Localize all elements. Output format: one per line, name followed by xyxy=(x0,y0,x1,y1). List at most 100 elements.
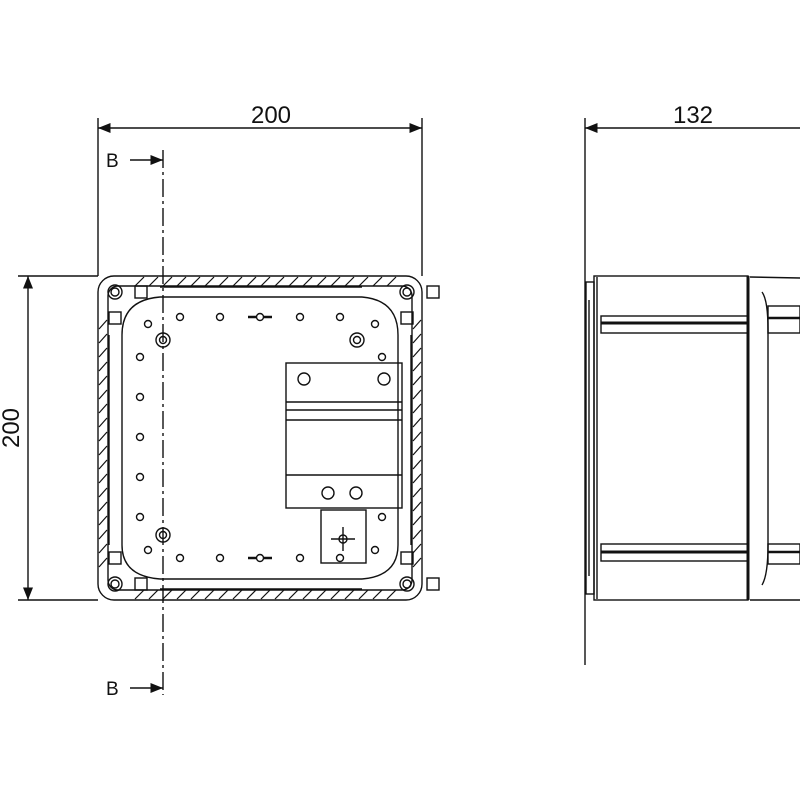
wall-hatch-line xyxy=(386,589,397,600)
wall-hatch-line xyxy=(412,529,422,540)
wall-hatch-line xyxy=(98,501,108,512)
wall-hatch-line xyxy=(412,459,422,470)
wall-hatch-line xyxy=(98,319,108,330)
wall-hatch-line xyxy=(412,403,422,414)
center-slot-hole xyxy=(255,312,265,322)
wall-hatch-line xyxy=(302,589,313,600)
depth-dimension: 132 xyxy=(584,102,800,665)
wall-hatch-line xyxy=(148,276,159,287)
height-dimension: 200 xyxy=(0,275,98,601)
corner-screw-hole xyxy=(399,284,415,300)
corner-screw-hole-inner xyxy=(110,579,120,589)
wall-hatch-line xyxy=(190,276,201,287)
wall-hatch-line xyxy=(316,589,327,600)
wall-hatch-line xyxy=(412,501,422,512)
wall-hatch-line xyxy=(162,276,173,287)
wall-hatch-line xyxy=(412,333,422,344)
wall-hatch-line xyxy=(302,276,313,287)
mounting-hole xyxy=(295,553,305,563)
corner-screw-hole-inner xyxy=(402,287,412,297)
wall-hatch-line xyxy=(412,347,422,358)
depth-dimension-text: 132 xyxy=(673,102,713,129)
mounting-hole xyxy=(175,312,185,322)
wall-hatch-line xyxy=(98,431,108,442)
wall-hatch-line xyxy=(190,589,201,600)
wall-hatch-line xyxy=(358,589,369,600)
mounting-hole xyxy=(135,392,145,402)
wall-hatch-line xyxy=(98,515,108,526)
mounting-hole xyxy=(135,472,145,482)
wall-hatch-line xyxy=(330,276,341,287)
wall-hatch-line xyxy=(246,276,257,287)
wall-hatch-line xyxy=(98,389,108,400)
lid-clip xyxy=(134,285,148,299)
wall-hatch-line xyxy=(98,347,108,358)
mounting-hole xyxy=(143,319,153,329)
wall-hatch-line xyxy=(176,589,187,600)
wall-hatch-line xyxy=(412,361,422,372)
lid-clip xyxy=(108,311,122,325)
wall-hatch-line xyxy=(176,276,187,287)
wall-hatch-line xyxy=(260,589,271,600)
wall-hatch-line xyxy=(316,276,327,287)
section-line-b: B B xyxy=(106,150,164,700)
wall-hatch-line xyxy=(98,529,108,540)
wall-hatch-line xyxy=(148,589,159,600)
wall-hatch-line xyxy=(98,445,108,456)
wall-hatch-line xyxy=(162,589,173,600)
corner-screw-hole-inner xyxy=(110,287,120,297)
corner-screw-hole-inner xyxy=(402,579,412,589)
wall-hatch-line xyxy=(232,276,243,287)
wall-hatch-line xyxy=(134,589,145,600)
wall-hatch-line xyxy=(288,589,299,600)
screw-boss xyxy=(349,332,365,348)
wall-hatch-line xyxy=(330,589,341,600)
mounting-hole xyxy=(377,512,387,522)
section-label-bottom: B xyxy=(106,679,119,700)
lid-clip xyxy=(108,551,122,565)
screw-boss xyxy=(155,527,171,543)
mounting-hole xyxy=(377,352,387,362)
mounting-hole xyxy=(335,553,345,563)
front-view-enclosure xyxy=(97,275,440,601)
wall-hatch-line xyxy=(412,445,422,456)
corner-screw-hole xyxy=(107,576,123,592)
wall-hatch-line xyxy=(412,543,422,554)
wall-hatch-line xyxy=(372,589,383,600)
mounting-hole xyxy=(215,312,225,322)
wall-hatch-line xyxy=(412,515,422,526)
lid-clip xyxy=(400,551,414,565)
wall-hatch-line xyxy=(358,276,369,287)
din-rail-device xyxy=(285,362,403,564)
lid-clip xyxy=(426,577,440,591)
wall-hatch-line xyxy=(412,375,422,386)
wall-hatch-line xyxy=(412,389,422,400)
center-slot-hole xyxy=(255,553,265,563)
height-dimension-text: 200 xyxy=(0,408,25,448)
width-dimension-text: 200 xyxy=(251,102,291,129)
screw-boss-inner xyxy=(352,335,362,345)
mounting-hole xyxy=(215,553,225,563)
wall-hatch-line xyxy=(274,276,285,287)
mounting-hole xyxy=(135,512,145,522)
wall-hatch-line xyxy=(386,276,397,287)
wall-hatch-line xyxy=(260,276,271,287)
wall-hatch-line xyxy=(204,589,215,600)
wall-hatch-line xyxy=(344,276,355,287)
mounting-hole xyxy=(295,312,305,322)
wall-hatch-line xyxy=(288,276,299,287)
wall-hatch-line xyxy=(98,361,108,372)
wall-hatch-line xyxy=(246,589,257,600)
corner-screw-hole xyxy=(399,576,415,592)
wall-hatch-line xyxy=(412,473,422,484)
screw-boss xyxy=(155,332,171,348)
wall-hatch-line xyxy=(134,276,145,287)
mounting-hole xyxy=(143,545,153,555)
mounting-hole xyxy=(135,432,145,442)
wall-hatch-line xyxy=(98,557,108,568)
lid-clip xyxy=(400,311,414,325)
screw-boss-inner xyxy=(158,530,168,540)
wall-hatch-line xyxy=(98,459,108,470)
